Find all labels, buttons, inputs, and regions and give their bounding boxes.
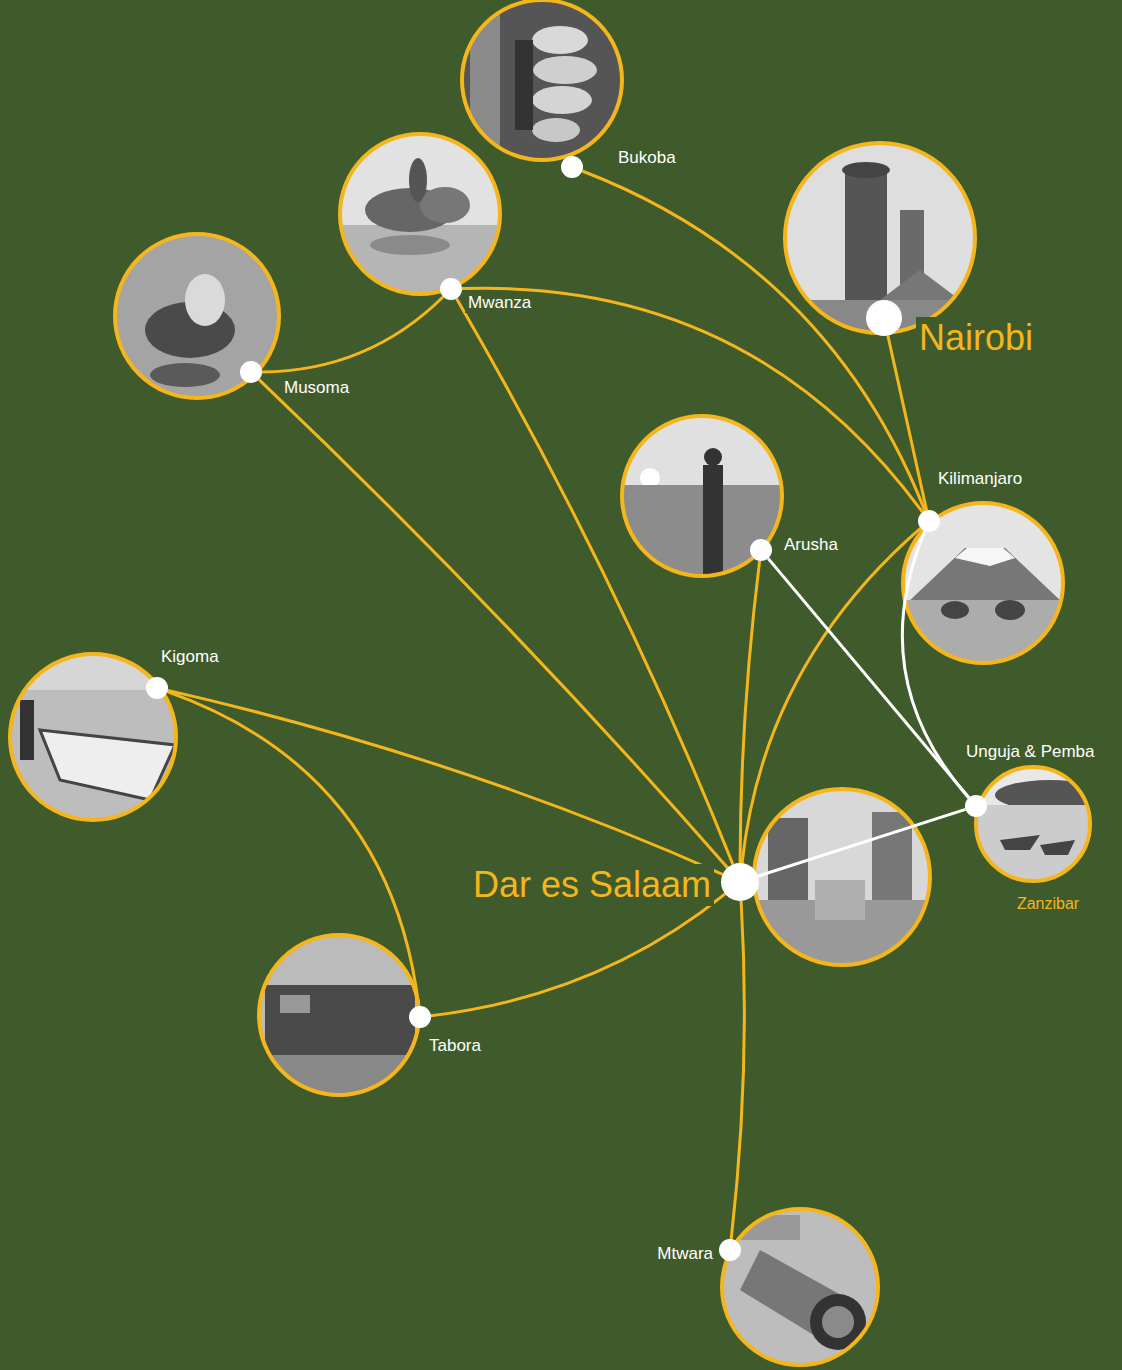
route-line [742,528,921,863]
city-dot: Bukoba [561,156,583,178]
city-photo [750,785,935,970]
island-photo [975,805,1095,885]
train-photo [280,995,310,1013]
city-name: Tabora [426,1036,484,1056]
city-dot: Kilimanjaro [918,510,940,532]
kilimanjaro-photo [955,548,1015,566]
city-dot: Mtwara [719,1239,741,1261]
photo-border [622,416,782,576]
kilimanjaro-photo [941,601,969,619]
island-photo [1000,835,1040,850]
city-photo [750,785,935,970]
banana-photo [533,56,597,84]
route-line [740,561,760,863]
boat-photo [5,650,185,830]
photo-border [10,654,176,820]
route-line [731,901,744,1239]
city-name: Kilimanjaro [935,469,1025,489]
banana-photo [460,0,630,170]
city-name: Mwanza [465,293,534,313]
photo-border [722,1209,878,1365]
city-name: Unguja & Pemba [963,742,1098,762]
region-name: Zanzibar [1014,895,1082,913]
photo-border [462,0,622,160]
tower-photo [845,170,887,310]
plains-photo [620,410,790,585]
route-line [902,531,968,798]
banana-photo [515,40,533,130]
tower-photo [880,270,960,300]
route-line [582,171,925,511]
photo-border [903,503,1063,663]
city-name-large: Nairobi [916,317,1036,358]
banana-photo [532,86,592,114]
city-dot: Unguja & PembaZanzibar [965,795,987,817]
banana-photo [532,118,580,142]
route-line [768,558,969,797]
photo-border [340,134,500,294]
route-line [462,288,923,512]
photo-border [976,767,1090,881]
hippo-photo [150,363,220,387]
route-line [168,690,723,874]
photo-border [754,789,930,965]
rock-photo [340,130,510,305]
rock-photo [409,158,427,202]
train-photo [255,930,425,1100]
kilimanjaro-photo [900,500,1070,670]
banana-photo [460,0,630,170]
route-line [888,336,927,511]
tower-photo [780,140,980,340]
city-name: Bukoba [615,148,679,168]
city-dot: Tabora [409,1006,431,1028]
city-name-large: Dar es Salaam [470,864,714,905]
hippo-photo [185,274,225,326]
tower-photo [842,162,890,178]
kilimanjaro-photo [905,548,1065,605]
route-line [431,894,725,1016]
city-dot: Arusha [750,539,772,561]
city-dot: Nairobi [866,300,902,336]
boat-photo [20,700,34,760]
city-dot: Mwanza [440,278,462,300]
city-name: Arusha [781,535,841,555]
route-line [167,692,418,1006]
city-name: Kigoma [158,647,222,667]
pipeline-photo [720,1205,880,1370]
rock-photo [370,235,450,255]
route-line [457,299,733,865]
route-line [262,297,443,372]
city-name: Musoma [281,378,352,398]
plains-photo [704,448,722,466]
tower-photo [780,140,980,340]
city-photo [815,880,865,920]
pipeline-photo [822,1306,854,1338]
boat-photo [5,650,185,830]
island-photo [975,765,1105,885]
city-dot: Dar es Salaam [721,863,759,901]
plains-photo [703,465,723,585]
kilimanjaro-photo [900,500,1070,670]
kilimanjaro-photo [995,600,1025,620]
train-photo [255,930,425,1100]
photo-border [259,935,419,1095]
train-photo [265,985,415,1055]
city-name: Mtwara [654,1244,716,1264]
route-line [758,809,965,876]
banana-photo [532,26,588,54]
pipeline-photo [720,1205,880,1370]
photo-border [115,234,279,398]
city-dot: Kigoma [146,677,168,699]
rock-photo [420,187,470,223]
island-photo [1040,840,1075,855]
city-dot: Musoma [240,361,262,383]
